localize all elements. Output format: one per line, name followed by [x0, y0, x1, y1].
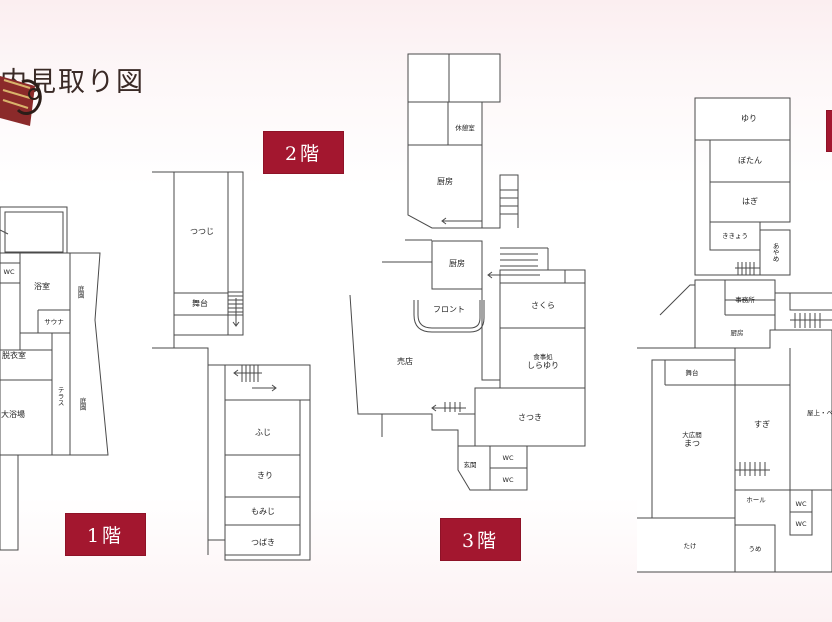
room-label-3f-shokujidokoro: 食事処 [533, 352, 553, 361]
room-label-4f-ohiroma: 大広間 [682, 430, 702, 439]
room-label-4f-hall: ホール [746, 495, 766, 504]
floor-plan-3f [349, 53, 586, 491]
room-label-3f-baiten: 売店 [397, 357, 413, 366]
floor-badge-3f[interactable]: 3階 [440, 518, 521, 561]
room-label-4f-wc-2: WC [795, 519, 807, 528]
room-label-4f-botan: ぼたん [738, 156, 762, 165]
room-label-4f-ayame: あやめ [771, 242, 780, 262]
room-label-2f-butai: 舞台 [192, 299, 208, 308]
room-label-4f-take: たけ [683, 541, 697, 550]
room-label-4f-hagi: はぎ [742, 197, 758, 206]
room-label-4f-matsu-name: まつ [684, 439, 700, 449]
room-label-4f-butai: 舞台 [685, 368, 699, 377]
floor-badge-2f[interactable]: 2階 [263, 131, 344, 174]
room-label-1f-datsuishitsu: 脱衣室 [2, 351, 26, 360]
room-label-3f-chubo-2: 厨房 [449, 259, 465, 268]
room-label-3f-sakura: さくら [531, 301, 555, 310]
room-label-1f-teien-1: 庭園 [76, 285, 85, 299]
room-label-2f-tsutsuji: つつじ [190, 227, 214, 236]
room-label-4f-wc-1: WC [795, 499, 807, 508]
room-label-1f-sauna: サウナ [44, 317, 64, 326]
room-label-1f-teien-2: 庭園 [78, 397, 87, 411]
room-label-4f-okujo: 屋上・ベ [807, 408, 832, 417]
room-label-1f-terrace: テラス [56, 386, 65, 406]
room-label-3f-front: フロント [433, 305, 465, 314]
room-label-3f-chubo-1: 厨房 [437, 177, 453, 186]
scroll-decoration-icon [0, 76, 42, 126]
room-label-4f-kikyo: ききょう [722, 231, 748, 240]
room-label-4f-matsu: 大広間 まつ [682, 431, 702, 449]
room-label-2f-tsubaki: つばき [251, 538, 275, 547]
room-label-4f-jimusho: 事務所 [735, 295, 755, 304]
room-label-4f-yuri: ゆり [741, 114, 757, 123]
floor-badge-4f[interactable] [826, 110, 832, 152]
floor-badge-1f[interactable]: 1階 [65, 513, 146, 556]
room-label-1f-yokushitsu: 浴室 [34, 282, 50, 291]
room-label-1f-wc: WC [3, 267, 15, 276]
room-label-1f-daiyokujo: 大浴場 [1, 410, 25, 419]
room-label-2f-momiji: もみじ [251, 507, 275, 516]
room-label-2f-kiri: きり [257, 471, 273, 480]
room-label-3f-kyukeishitsu: 休憩室 [455, 123, 475, 132]
room-label-3f-shirayuri-name: しらゆり [527, 361, 559, 371]
room-label-3f-shirayuri: 食事処 しらゆり [527, 353, 559, 371]
floor-plan-1f [0, 206, 109, 551]
room-label-3f-genkan: 玄関 [463, 460, 477, 469]
room-label-4f-chubo: 厨房 [730, 328, 744, 337]
room-label-2f-fuji: ふじ [255, 428, 271, 437]
room-label-4f-sugi: すぎ [754, 420, 770, 429]
room-label-3f-wc-2: WC [502, 475, 514, 484]
room-label-3f-wc-1: WC [502, 453, 514, 462]
room-label-3f-satsuki: さつき [518, 413, 542, 422]
floor-plan-2f [152, 171, 311, 561]
floor-plan-4f [637, 97, 832, 573]
room-label-4f-ume: うめ [748, 544, 762, 553]
